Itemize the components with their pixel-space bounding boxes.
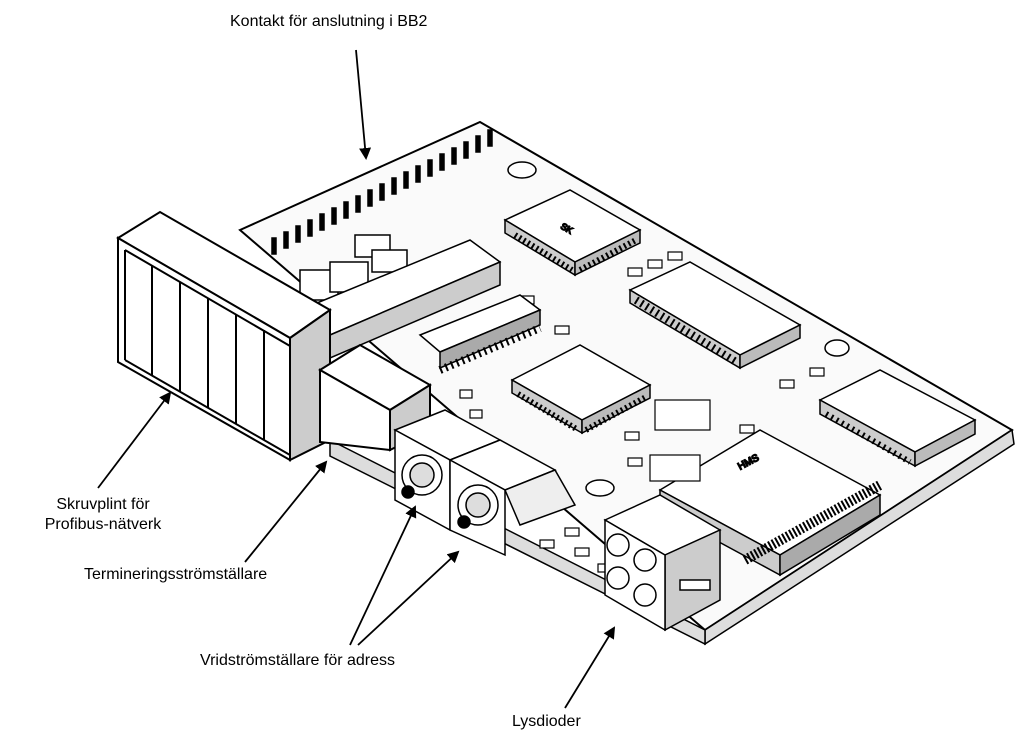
chip-middle <box>510 344 652 435</box>
label-vridstromstallare: Vridströmställare för adress <box>200 652 396 669</box>
label-terminering: Termineringsströmställare <box>84 566 268 583</box>
arrow-lysdioder <box>564 626 616 709</box>
arrow-kontakt <box>355 49 372 160</box>
arrow-terminering <box>244 460 328 563</box>
arrow-vrid-1 <box>349 505 417 646</box>
bb2-connector-pins <box>271 129 493 255</box>
header-rail <box>298 239 542 374</box>
arrow-skruvplint <box>97 391 172 489</box>
label-skruvplint-line1: Skruvplint för <box>56 496 150 513</box>
mount-hole <box>507 161 537 179</box>
label-kontakt: Kontakt för anslutning i BB2 <box>230 13 428 30</box>
chip-rear: SK <box>503 189 642 277</box>
rotary-switches <box>393 409 577 557</box>
screw-terminal-block <box>116 210 432 462</box>
led-block <box>603 494 722 632</box>
arrow-vrid-2 <box>357 550 460 646</box>
dip-chip <box>628 261 802 370</box>
chip-right <box>818 369 977 468</box>
label-lysdioder: Lysdioder <box>512 713 581 730</box>
label-skruvplint-line2: Profibus-nätverk <box>44 516 162 533</box>
callout-arrows <box>97 49 616 709</box>
label-skruvplint: Skruvplint för Profibus-nätverk <box>8 495 198 535</box>
